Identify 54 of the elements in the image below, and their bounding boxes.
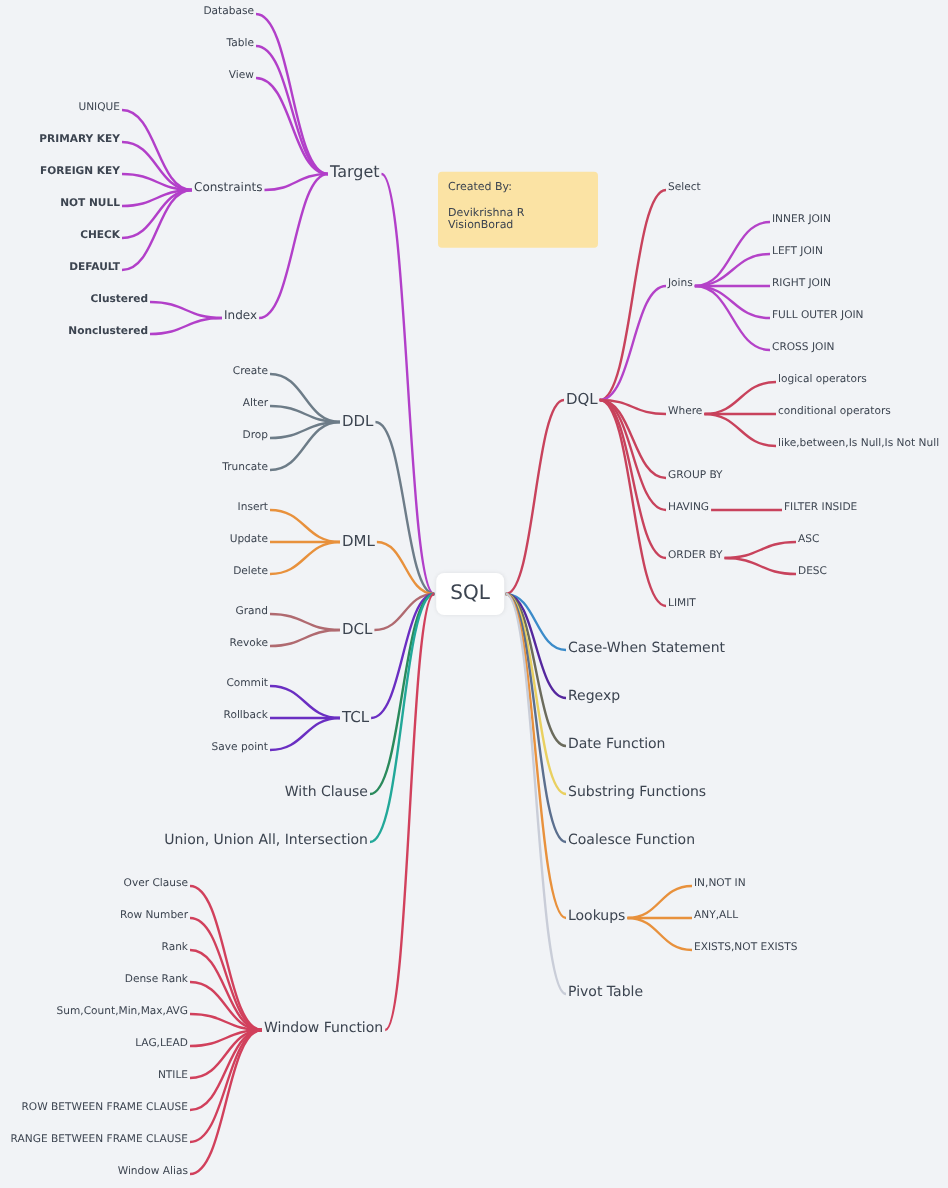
branch-line [724,556,797,576]
branch-line [599,398,667,608]
note-card [438,171,598,249]
branch-line [599,284,667,402]
branch-line [627,916,693,952]
branch-line [374,592,435,632]
branch-line [704,380,777,416]
branch-line [121,188,193,240]
branch-line [369,593,435,843]
branch-line [255,12,329,176]
branch-line [704,412,777,448]
branch-line [505,592,567,700]
branch-line [264,172,329,192]
branch-line [269,716,341,752]
branch-line [599,398,667,512]
branch-line [694,252,771,288]
central-topic-box: SQL [436,573,504,615]
topic-label: Target [330,165,380,183]
branch-line [189,884,263,1032]
branch-line [269,684,341,720]
branch-line [269,628,341,648]
branch-line [380,173,436,595]
branch-line [121,140,193,192]
branch-line [189,1028,263,1176]
branch-line [599,188,667,402]
branch-line [505,592,567,652]
branch-line [694,284,771,352]
branch-line [505,593,567,843]
branch-line [376,540,435,596]
branch-line [599,398,667,560]
branch-line [370,592,435,720]
branch-line [121,188,193,272]
branch-line [694,220,771,288]
branch-line [374,420,435,596]
branch-line [504,593,567,995]
branch-line [255,76,329,176]
branch-line [369,592,435,796]
branch-line [505,593,567,919]
branch-line [599,398,667,416]
branch-line [121,108,193,192]
branch-line [505,592,567,796]
branch-line [505,398,565,596]
branch-line [384,593,436,1031]
branch-line [711,508,782,512]
branch-line [599,398,667,480]
branch-line [269,372,341,424]
branch-line [258,172,329,320]
branch-line [269,540,341,576]
branch-line [149,316,223,336]
branch-line [189,1028,263,1144]
branch-line [189,916,263,1032]
branch-line [269,508,341,544]
branch-line [269,420,341,472]
branch-line [627,884,693,920]
